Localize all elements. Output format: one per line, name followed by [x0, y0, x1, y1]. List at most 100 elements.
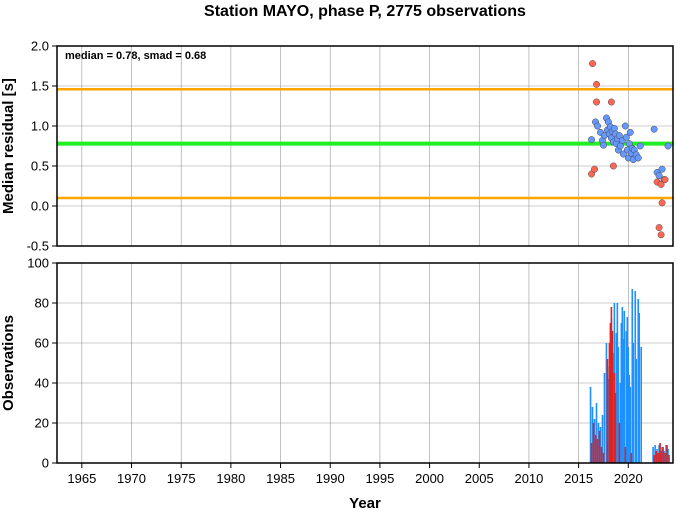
y-tick-label: 0 — [42, 456, 49, 471]
data-point — [622, 133, 630, 141]
data-point — [607, 98, 615, 106]
data-point — [655, 224, 663, 232]
observation-bar — [609, 323, 612, 463]
observation-bar — [629, 387, 632, 463]
data-point — [634, 154, 642, 162]
observation-bar — [626, 317, 629, 463]
data-point — [589, 60, 596, 68]
data-point — [609, 162, 617, 170]
y-tick-label: 2.0 — [31, 39, 49, 54]
observation-bar — [602, 453, 605, 463]
x-tick-label: 2020 — [614, 471, 643, 486]
data-point — [591, 165, 598, 173]
observation-bar — [655, 451, 657, 463]
stats-annotation: median = 0.78, smad = 0.68 — [65, 50, 206, 62]
observation-bar — [627, 347, 630, 463]
data-point — [610, 124, 618, 132]
residual-yticks: -0.5 0.0 0.5 1.0 1.5 2.0 — [27, 39, 57, 254]
observation-bar — [611, 331, 614, 463]
observations-grid — [57, 262, 673, 464]
observations-ylabel: Observations — [0, 315, 17, 411]
data-point — [594, 122, 601, 130]
data-point — [593, 80, 600, 88]
observation-bar — [632, 343, 635, 463]
data-point — [650, 125, 658, 133]
observation-bar — [620, 323, 623, 463]
observations-bars — [589, 289, 670, 463]
data-point — [657, 231, 665, 239]
residual-frame — [56, 45, 674, 247]
observation-bar — [617, 347, 620, 463]
observation-bar — [619, 383, 622, 463]
observation-bar — [630, 453, 633, 463]
chart-title: Station MAYO, phase P, 2775 observations — [204, 3, 526, 20]
data-point — [588, 136, 595, 144]
y-tick-label: 0.5 — [31, 159, 49, 174]
x-tick-label: 1995 — [365, 471, 394, 486]
x-tick-label: 2000 — [415, 471, 444, 486]
observation-bar — [618, 423, 621, 463]
x-tick-label: 1990 — [316, 471, 345, 486]
observation-bar — [660, 451, 662, 463]
observation-bar — [659, 443, 661, 463]
y-tick-label: 1.5 — [31, 79, 49, 94]
observation-bar — [634, 291, 637, 463]
y-tick-label: 1.0 — [31, 119, 49, 134]
observation-bar — [596, 439, 599, 463]
residual-grid — [57, 45, 673, 247]
residual-ylabel: Median residual [s] — [0, 78, 17, 214]
observation-bar — [597, 423, 600, 463]
observation-bar — [593, 419, 596, 463]
data-point — [621, 122, 629, 130]
data-point — [664, 142, 672, 150]
data-point — [600, 141, 607, 149]
observation-bar — [661, 447, 663, 463]
x-tick-label: 2005 — [465, 471, 494, 486]
observation-bar — [652, 447, 654, 463]
x-tick-label: 1985 — [266, 471, 295, 486]
x-tick-label: 2015 — [564, 471, 593, 486]
observation-bar — [613, 373, 616, 463]
y-tick-label: 20 — [35, 416, 49, 431]
observation-bar — [631, 289, 634, 463]
observation-bar — [592, 423, 595, 463]
y-tick-label: 60 — [35, 336, 49, 351]
observation-bar — [591, 407, 594, 463]
x-tick-label: 2010 — [514, 471, 543, 486]
observation-bar — [624, 447, 627, 463]
observation-bar — [612, 353, 615, 463]
x-tick-label: 1965 — [67, 471, 96, 486]
observation-bar — [595, 403, 598, 463]
observation-bar — [598, 431, 601, 463]
observation-bar — [654, 445, 656, 463]
y-tick-label: -0.5 — [27, 239, 49, 254]
observation-bar — [606, 359, 609, 463]
y-tick-label: 0.0 — [31, 199, 49, 214]
observation-bar — [599, 427, 602, 463]
observation-bar — [663, 451, 665, 463]
observation-bar — [640, 347, 643, 463]
observation-bar — [635, 359, 638, 463]
year-xlabel: Year — [349, 495, 381, 511]
observation-bar — [600, 447, 603, 463]
data-point — [658, 199, 666, 207]
observation-bar — [605, 343, 608, 463]
data-point — [658, 165, 666, 173]
residual-panel: -0.5 0.0 0.5 1.0 1.5 2.0 median = 0.78, smad … — [0, 39, 674, 254]
observation-bar — [625, 331, 628, 463]
observation-bar — [616, 303, 619, 463]
observation-bar — [608, 343, 611, 463]
observation-bar — [615, 333, 618, 463]
observation-bar — [667, 449, 669, 463]
observation-bar — [601, 415, 604, 463]
observation-bar — [638, 313, 641, 463]
observation-bar — [653, 455, 655, 463]
observation-bar — [666, 445, 668, 463]
data-point — [636, 142, 644, 150]
y-tick-label: 40 — [35, 376, 49, 391]
observation-bar — [621, 307, 624, 463]
observation-bar — [590, 443, 593, 463]
